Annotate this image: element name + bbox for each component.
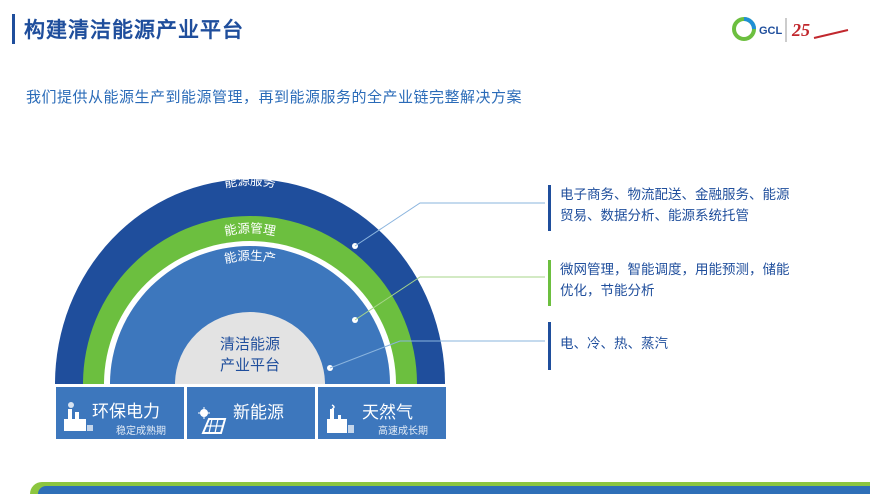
connector-line-management	[354, 276, 545, 321]
center-label-line1: 清洁能源	[220, 335, 280, 353]
connector-line-production	[329, 340, 545, 369]
segment-natural-gas: 天然气 高速成长期	[318, 387, 446, 439]
description-service-line2: 贸易、数据分析、能源系统托管	[560, 208, 749, 224]
center-platform	[175, 312, 325, 384]
title-accent-bar	[12, 14, 15, 44]
description-production-line1: 电、冷、热、蒸汽	[560, 336, 668, 352]
segment-eco-power-name: 环保电力	[92, 402, 160, 422]
segment-natural-gas-sub: 高速成长期	[378, 426, 428, 437]
segment-new-energy-name: 新能源	[233, 403, 284, 423]
description-service-line1: 电子商务、物流配送、金融服务、能源	[560, 187, 790, 203]
logo-badge: 25	[791, 20, 810, 40]
description-management-line2: 优化，节能分析	[560, 283, 655, 299]
solar-panel-icon	[198, 407, 227, 434]
segment-natural-gas-name: 天然气	[362, 403, 413, 423]
segment-eco-power: 环保电力 稳定成熟期	[56, 387, 184, 439]
logo-text: GCL	[759, 25, 783, 37]
gas-plant-icon	[327, 404, 354, 433]
footer-band-blue	[38, 486, 870, 494]
company-logo: GCL 25	[732, 17, 849, 42]
description-management: 微网管理，智能调度，用能预测，储能 优化，节能分析	[548, 260, 790, 306]
description-management-line1: 微网管理，智能调度，用能预测，储能	[560, 262, 790, 278]
connector-line-service	[354, 202, 545, 247]
subtitle: 我们提供从能源生产到能源管理，再到能源服务的全产业链完整解决方案	[26, 88, 523, 106]
factory-icon	[64, 402, 93, 431]
segment-new-energy: 新能源	[187, 387, 315, 439]
description-service: 电子商务、物流配送、金融服务、能源 贸易、数据分析、能源系统托管	[548, 185, 790, 231]
description-production: 电、冷、热、蒸汽	[548, 322, 668, 370]
segment-eco-power-sub: 稳定成熟期	[116, 426, 166, 437]
center-label-line2: 产业平台	[220, 356, 280, 374]
page-title: 构建清洁能源产业平台	[24, 18, 244, 42]
